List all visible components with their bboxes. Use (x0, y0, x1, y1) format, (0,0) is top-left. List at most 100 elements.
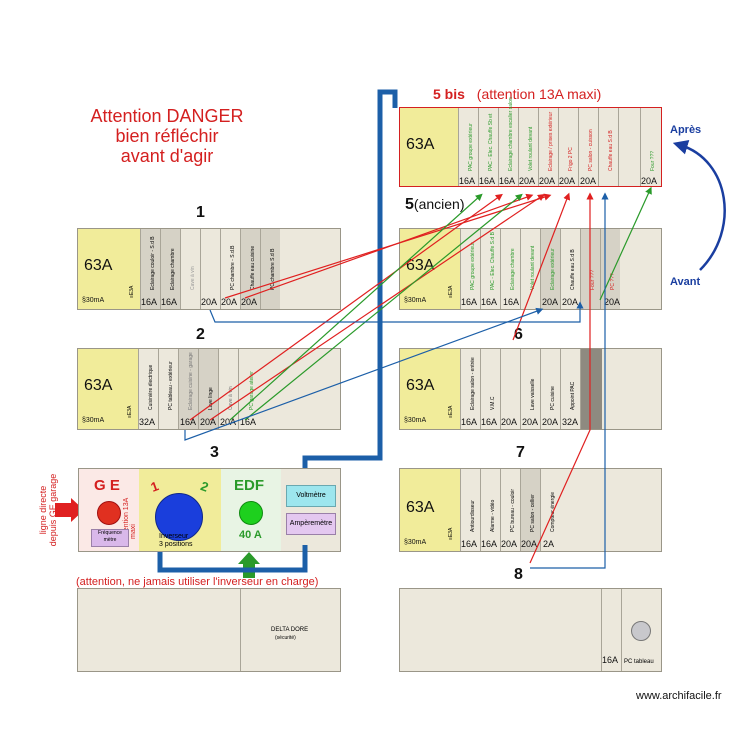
p1-rate-2: 16A (161, 297, 178, 307)
panel-8-number: 8 (514, 566, 523, 583)
panel-5-diff: §30mA (404, 297, 427, 304)
p5-rate-6: 20A (604, 297, 621, 307)
p6-c5: PC cuisine (540, 349, 560, 429)
p5-rate-5: 20A (562, 297, 579, 307)
p5-c2: PAC - Elec. Chauffe S.d B (480, 229, 500, 309)
p2-c2: PC tableau - extérieur (158, 349, 178, 429)
p7-c2: Alarme - vidéo (480, 469, 500, 551)
green-wire-3 (599, 186, 652, 301)
p1-rate-1: 16A (141, 297, 158, 307)
panel-1: 63A §30mA ≡E3A Eclairage couloir - S.d B… (77, 228, 341, 310)
p5b-rate-4: 20A (519, 176, 536, 186)
main-feed-wire (302, 89, 398, 468)
red-wire-4 (209, 193, 545, 421)
panel-6-e3a: ≡E3A (438, 349, 460, 429)
p1-c4 (200, 229, 220, 309)
panel-3-number: 3 (210, 444, 219, 461)
p5-c4: Volet roulant devant (520, 229, 540, 309)
panel-1-e3a: ≡E3A (120, 229, 140, 309)
panel-7-number: 7 (516, 444, 525, 461)
p6-rate-5: 20A (542, 417, 559, 427)
panel-6: 63A §30mA ≡E3A Eclairage salon - entrée … (399, 348, 662, 430)
p5b-c4: Volet roulant devant (518, 108, 538, 186)
p2-rate-1: 32A (139, 417, 156, 427)
green-wire-2 (229, 193, 483, 421)
p2-rate-2: 16A (180, 417, 197, 427)
p5b-rate-6: 20A (559, 176, 576, 186)
panel-7-diff: §30mA (404, 539, 427, 546)
panel-1-number: 1 (196, 204, 205, 221)
apres-label: Après (670, 124, 701, 136)
panel-2-number: 2 (196, 326, 205, 343)
p5b-c8: Chauffe eau S.d B (598, 108, 618, 186)
p1-rate-5: 20A (221, 297, 238, 307)
ge-input-arrow (55, 498, 84, 522)
pbr-c1 (601, 589, 621, 671)
p5-rate-4: 20A (542, 297, 559, 307)
pc-tableau-label: PC tableau (624, 659, 654, 665)
p7-rate-3: 20A (501, 539, 518, 549)
p5b-rate-3: 16A (499, 176, 516, 186)
panel-5-main-rating: 63A (406, 257, 435, 274)
p2-rate-5: 16A (240, 417, 257, 427)
edf-amps: 40 A (239, 529, 262, 541)
p5b-c5: Eclairage / prises extérieur (538, 108, 558, 186)
inverter-knob[interactable] (155, 493, 203, 541)
p6-rate-6: 32A (562, 417, 579, 427)
p7-c5: Compteur énergie (540, 469, 560, 551)
p1-c5: PC chambre - S.d.B (220, 229, 240, 309)
panel-7-main-breaker: 63A §30mA (400, 469, 438, 551)
panel-2: 63A §30mA ≡E3A Cuisinière électrique PC … (77, 348, 341, 430)
voltmeter-display: Voltmètre (286, 485, 336, 507)
p7-c4: PC salon - cellier (520, 469, 540, 551)
delta-dore-module: DELTA DORE (sécurité) (240, 589, 341, 671)
panel-5-number: 5(ancien) (405, 196, 465, 213)
panel-bottom-right: 16A PC tableau (399, 588, 662, 672)
panel-1-main-breaker: 63A §30mA (78, 229, 120, 309)
p6-c1: Eclairage salon - entrée (460, 349, 480, 429)
panel-2-main-breaker: 63A §30mA (78, 349, 118, 429)
edf-label: EDF (234, 477, 264, 494)
p5-rate-2: 16A (481, 297, 498, 307)
p6-rate-4: 20A (522, 417, 539, 427)
p5b-c7: PC salon - cuisson (578, 108, 598, 186)
panel-6-main-breaker: 63A §30mA (400, 349, 438, 429)
red-wire-6 (529, 192, 594, 564)
avant-apres-arrow (672, 139, 726, 271)
panel-1-diff: §30mA (82, 297, 105, 304)
p6-c7 (580, 349, 602, 429)
p7-rate-5: 2A (543, 539, 555, 549)
p7-rate-1: 16A (461, 539, 478, 549)
frequency-meter-button[interactable]: Fréquence mètre (91, 529, 129, 547)
danger-line-1: Attention DANGER (90, 106, 244, 126)
p5b-c1: PAC groupe extérieur (458, 108, 478, 186)
p2-rate-4: 20A (220, 417, 237, 427)
p5b-c3: Eclairage chambre escalier salon (498, 97, 518, 186)
p2-rate-3: 20A (200, 417, 217, 427)
p6-c4: Lave vaisselle (520, 349, 540, 429)
red-wire-5 (512, 192, 571, 341)
panel-5bis: 63A PAC groupe extérieur PAC - Elec. Cha… (399, 97, 662, 187)
p5b-rate-5: 20A (539, 176, 556, 186)
p6-c6: Appoint PAC (560, 349, 580, 429)
p2-c3: Eclairage cuisine - garage (178, 349, 198, 429)
p5-rate-1: 16A (461, 297, 478, 307)
p2-c4: Lave linge (198, 349, 218, 429)
p1-c2: Eclairage chambre (160, 229, 180, 309)
inverter-label: Inverseur (159, 533, 189, 540)
p5b-rate-2: 16A (479, 176, 496, 186)
red-wire-3 (189, 193, 503, 421)
p7-c3: PC bureau - couloir (500, 469, 520, 551)
p5b-rate-1: 16A (459, 176, 476, 186)
pc-tableau-socket-icon (631, 621, 651, 641)
panel-2-main-rating: 63A (84, 377, 113, 394)
panel-7-e3a: ≡E3A (438, 469, 460, 551)
p2-c6: PC garage atelier (238, 349, 260, 429)
danger-title: Attention DANGER bien réfléchir avant d'… (72, 106, 262, 166)
p5b-rate-8: 20A (641, 176, 658, 186)
panel-ge-inverter: G E attention 13A maxi Fréquence mètre 1… (78, 468, 341, 552)
danger-line-3: avant d'agir (120, 146, 214, 166)
avant-label: Avant (670, 276, 700, 288)
p2-c5: Cave à vin (218, 349, 238, 429)
